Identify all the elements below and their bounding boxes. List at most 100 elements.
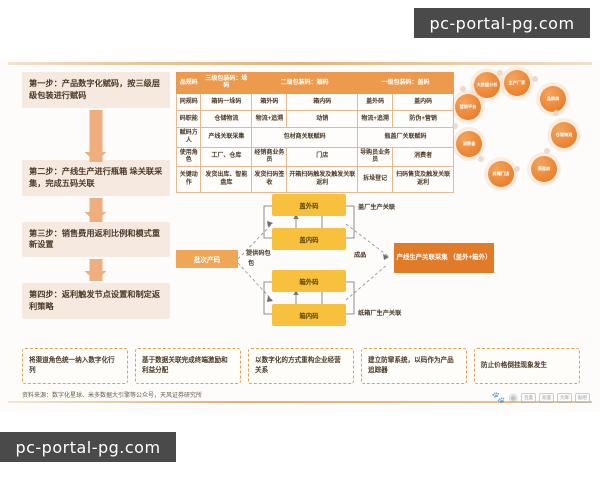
paw-icon: 🐾 (491, 391, 506, 404)
cell-r3-c3: 拆垛登记 (356, 166, 394, 194)
benefit-4: 防止价格倒挂现象发生 (474, 348, 580, 384)
circle-logo-icon: ◉ (508, 391, 518, 404)
cell-r3-c2: 开箱扫码触发及触发关联返利 (286, 166, 358, 194)
th-level2: 二级包装码：箱码 (251, 71, 358, 95)
cycle-node-label: 大数据分析 (476, 81, 498, 87)
cycle-node-4: 终端门店 (488, 161, 514, 187)
cycle-node-5: 消费者 (456, 131, 482, 157)
cell-r2-c1: 经销商业务员 (251, 146, 288, 168)
benefit-0: 将渠道角色统一纳入数字化行列 (22, 348, 128, 384)
cell-sub-1: 箱码一垛码 (200, 93, 253, 112)
cell-r3-c4: 扫码售货及触发关联返利 (392, 166, 454, 194)
steps-column: 第一步：产品数字化赋码，按三级层级包装进行赋码 第二步：产线生产进行瓶箱 垛关联… (22, 72, 170, 320)
cell-sub-2: 箱外码 (251, 93, 288, 112)
cycle-dot (460, 86, 466, 92)
cycle-dot (452, 123, 458, 129)
cycle-dot (544, 148, 550, 154)
cycle-dot (514, 166, 520, 172)
cell-r0-c4: 防伪+营销 (392, 110, 454, 129)
th-level1: 一级包装码：盖码 (357, 71, 454, 95)
table-row: 码职能 仓储物流 物流+追溯 动销 物流+追溯 防伪+营销 (175, 110, 454, 129)
step-arrow-3 (22, 257, 170, 283)
table-row: 赋码方人 产线关联采集 包材商关联赋码 瓶盖厂关联赋码 (175, 127, 454, 148)
table-row: 关键动作 发货出库、智能盘库 发货扫码签收 开箱扫码触发及触发关联返利 拆垛登记… (175, 166, 454, 194)
watermark-bottom: pc-portal-pg.com (0, 432, 176, 462)
th-level3: 三级包装码：垛码 (200, 71, 253, 95)
cell-r1-c1: 包材商关联赋码 (251, 127, 358, 148)
row-label-0: 码职能 (175, 110, 202, 129)
cycle-dot (532, 76, 538, 82)
benefits-row: 将渠道角色统一纳入数字化行列 基于数据关联完成终端激励和利益分配 以数字化的方式… (22, 348, 580, 386)
cap-factory-label: 盖厂生产关联 (358, 204, 396, 211)
cell-sub-5: 盖内码 (392, 93, 454, 112)
cycle-node-3: 渠道商 (531, 156, 557, 182)
cycle-node-0: 生产厂家 (504, 70, 530, 96)
slide-canvas: 第一步：产品数字化赋码，按三级层级包装进行赋码 第二步：产线生产进行瓶箱 垛关联… (0, 60, 600, 412)
cell-r0-c1: 物流+追溯 (251, 110, 288, 129)
cycle-node-label: 终端门店 (492, 170, 510, 176)
cycle-node-7: 大数据分析 (474, 72, 500, 98)
code-table-head: 品规码 三级包装码：垛码 二级包装码：箱码 一级包装码：盖码 (175, 71, 454, 95)
step-2: 第二步：产线生产进行瓶箱 垛关联采集，完成五码关联 (22, 159, 170, 196)
cell-sub-4: 盖外码 (356, 93, 394, 112)
watermark-top-text: pc-portal-pg.com (429, 13, 575, 33)
row-label-3: 关键动作 (175, 166, 202, 194)
source-note-label: 提供码包 (246, 250, 271, 257)
finished-product-label: 成品 (354, 252, 367, 259)
cycle-node-label: 营销平台 (459, 103, 477, 109)
row-label-1: 赋码方人 (175, 127, 202, 148)
cell-r3-c1: 发货扫码签收 (251, 166, 288, 194)
step-arrow-2 (22, 196, 170, 222)
cycle-node-label: 仓储物流 (555, 131, 573, 137)
benefit-2: 以数字化的方式重构企业经营关系 (248, 348, 354, 384)
cycle-node-label: 消费者 (462, 140, 476, 146)
cell-sub-0: 同规码 (175, 93, 202, 112)
cap-outer-code-box: 盖外码 (272, 194, 346, 216)
table-row: 同规码 箱码一垛码 箱外码 箱内码 盖外码 盖内码 (175, 93, 454, 112)
batch-code-pill: 批次产码 (176, 250, 238, 268)
code-table-body: 同规码 箱码一垛码 箱外码 箱内码 盖外码 盖内码 码职能 仓储物流 物流+追溯… (175, 93, 454, 194)
cycle-dot (553, 110, 559, 116)
cycle-node-6: 营销平台 (455, 94, 481, 120)
cycle-node-label: 生产厂家 (508, 79, 526, 85)
logo-chip: 知道 (539, 393, 554, 403)
cap-inner-code-box: 盖内码 (272, 228, 346, 250)
cell-r1-c0: 产线关联采集 (200, 127, 253, 148)
source-note-label-2: 包 (248, 260, 255, 267)
watermark-bottom-text: pc-portal-pg.com (15, 437, 161, 457)
code-table: 品规码 三级包装码：垛码 二级包装码：箱码 一级包装码：盖码 同规码 箱码一垛码… (175, 71, 454, 194)
cell-r0-c2: 动销 (286, 110, 358, 129)
carton-factory-label: 纸箱厂生产关联 (358, 310, 402, 317)
cycle-node-2: 仓储物流 (551, 122, 577, 148)
benefit-1: 基于数据关联完成终端激励和利益分配 (135, 348, 241, 384)
logo-chip: 百度 (521, 393, 536, 403)
row-label-2: 使用角色 (175, 146, 202, 168)
step-4: 第四步：返利触发节点设置和制定返利策略 (22, 283, 170, 320)
logo-chip: 贴吧 (575, 393, 590, 403)
carton-inner-code-box: 箱内码 (272, 304, 346, 326)
table-row: 使用角色 工厂、仓库 经销商业务员 门店 导购员业务员 消费者 (175, 146, 454, 168)
cell-r1-c2: 瓶盖厂关联赋码 (357, 127, 454, 148)
cell-sub-3: 箱内码 (286, 93, 358, 112)
logo-chip: 文库 (557, 393, 572, 403)
source-citation: 资料来源：数字化星球、米多数据大引擎等公众号，天风证券研究所 (22, 393, 203, 399)
step-arrow-1 (22, 108, 170, 162)
step-1: 第一步：产品数字化赋码，按三级层级包装进行赋码 (22, 72, 170, 108)
watermark-top: pc-portal-pg.com (414, 8, 590, 38)
cell-r0-c3: 物流+追溯 (356, 110, 394, 129)
benefit-3: 建立防窜系统，以码作为产品追踪器 (361, 348, 467, 384)
association-diagram: 批次产码 提供码包 包 盖外码 盖内码 箱外码 箱内码 盖厂生产关联 纸箱厂生产… (176, 188, 496, 338)
cell-r0-c0: 仓储物流 (200, 110, 253, 129)
bottom-divider (8, 401, 592, 403)
cell-r2-c4: 消费者 (392, 146, 454, 168)
cycle-dot (497, 70, 503, 76)
value-chain-cycle: 生产厂家 品牌商 仓储物流 渠道商 终端门店 消费者 营销平台 大数据分析 (452, 68, 594, 198)
th-pinggui: 品规码 (175, 71, 202, 95)
baidu-logo-row: 🐾 ◉ 百度 知道 文库 贴吧 (492, 390, 590, 406)
cell-r2-c0: 工厂、仓库 (200, 146, 253, 168)
cycle-node-label: 品牌商 (546, 95, 560, 101)
top-divider (8, 62, 592, 65)
cycle-node-label: 渠道商 (537, 165, 551, 171)
cell-r2-c3: 导购员业务员 (356, 146, 394, 168)
step-3: 第三步：销售费用返利比例和模式重新设置 (22, 221, 170, 258)
